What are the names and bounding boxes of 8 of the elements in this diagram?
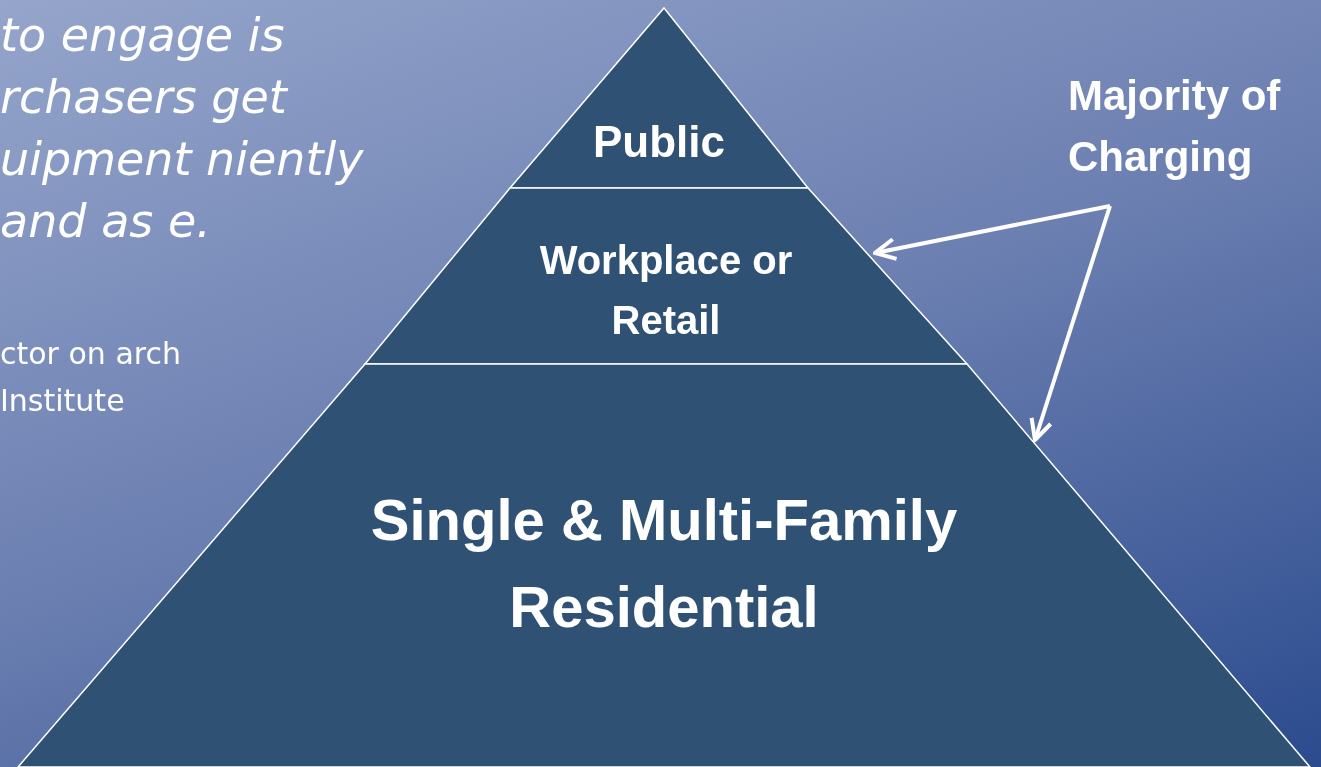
tier-label: Public [592, 116, 726, 168]
attribution-text: ctor on arch Institute [0, 335, 182, 420]
tier-label: Workplace or Retail [538, 237, 794, 344]
quote-text: to engage is rchasers get uipment niently and as e. [0, 7, 365, 250]
callout-text: Majority of Charging [1068, 71, 1282, 182]
arrow [873, 204, 1111, 261]
tier-label: Single & Multi-Family Residential [369, 486, 959, 641]
arrow [1029, 205, 1112, 442]
